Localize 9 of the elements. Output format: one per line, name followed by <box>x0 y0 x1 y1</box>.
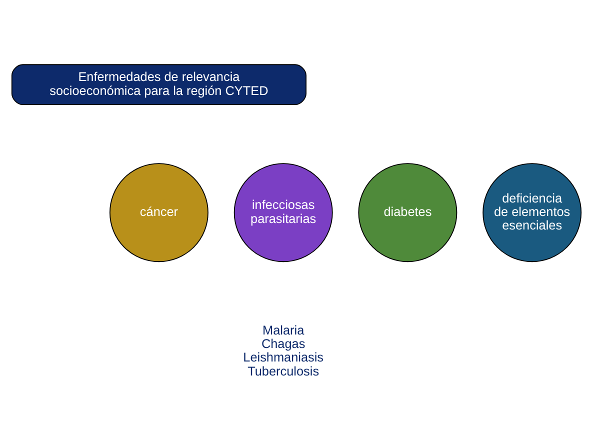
node-label: Malaria <box>262 323 304 338</box>
node-label: Tuberculosis <box>248 364 320 378</box>
node-box: Enfermedades de relevancia socioeconómica para la región CYTED <box>11 64 306 106</box>
node-circle: diabetes <box>358 163 458 262</box>
node-circle: infecciosas parasitarias <box>234 163 333 262</box>
node-label: Leishmaniasis <box>243 350 324 365</box>
node-circle: deficiencia de elementos esenciales <box>482 163 582 262</box>
node-circle: cáncer <box>110 163 208 262</box>
node-label: Chagas <box>261 337 306 352</box>
